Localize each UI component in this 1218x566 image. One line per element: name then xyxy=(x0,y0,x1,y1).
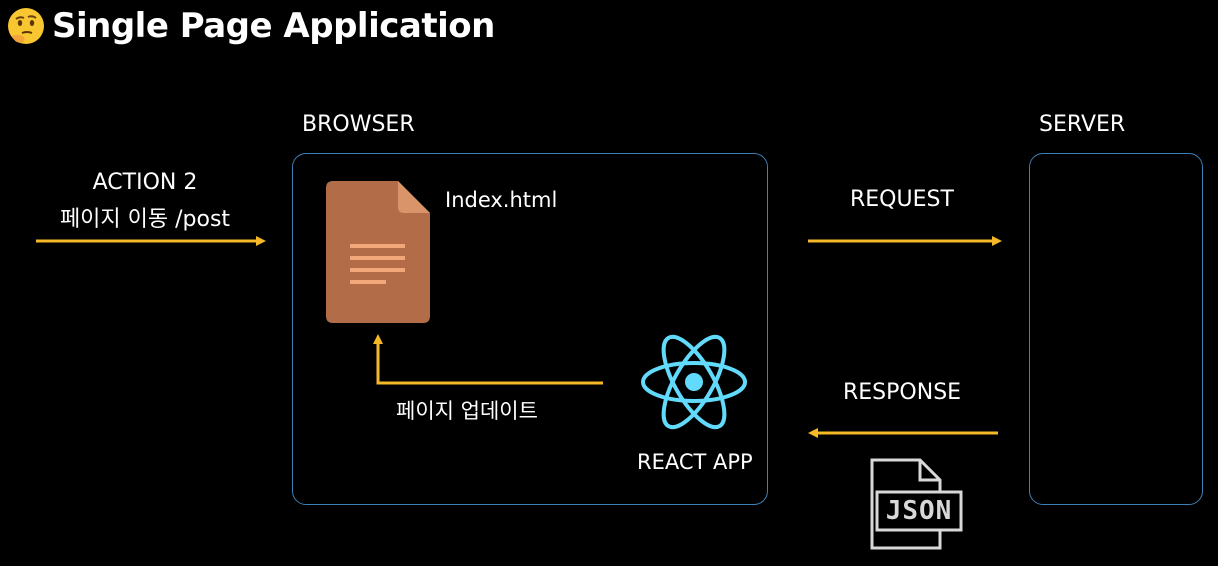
document-icon xyxy=(326,181,430,323)
server-label: SERVER xyxy=(1039,112,1126,137)
request-label: REQUEST xyxy=(850,187,954,212)
response-arrow xyxy=(808,428,998,438)
page-title: Single Page Application xyxy=(6,0,495,52)
browser-label: BROWSER xyxy=(302,112,415,137)
page-update-label: 페이지 업데이트 xyxy=(396,399,538,423)
request-arrow xyxy=(808,236,1002,246)
json-file-icon xyxy=(870,458,963,550)
response-label: RESPONSE xyxy=(843,380,962,405)
action-arrow xyxy=(36,236,266,246)
server-box xyxy=(1029,153,1203,505)
react-app-label: REACT APP xyxy=(637,450,753,474)
page-update-arrow xyxy=(373,334,603,385)
browser-box xyxy=(292,153,768,505)
json-icon-text: JSON xyxy=(885,496,953,526)
action-page-move-label: 페이지 이동 /post xyxy=(59,207,231,232)
index-file-label: Index.html xyxy=(445,188,558,212)
action-label: ACTION 2 xyxy=(92,170,198,195)
thinking-face-icon xyxy=(8,8,44,44)
page-title-text: Single Page Application xyxy=(52,6,495,46)
react-logo-icon xyxy=(641,334,747,430)
